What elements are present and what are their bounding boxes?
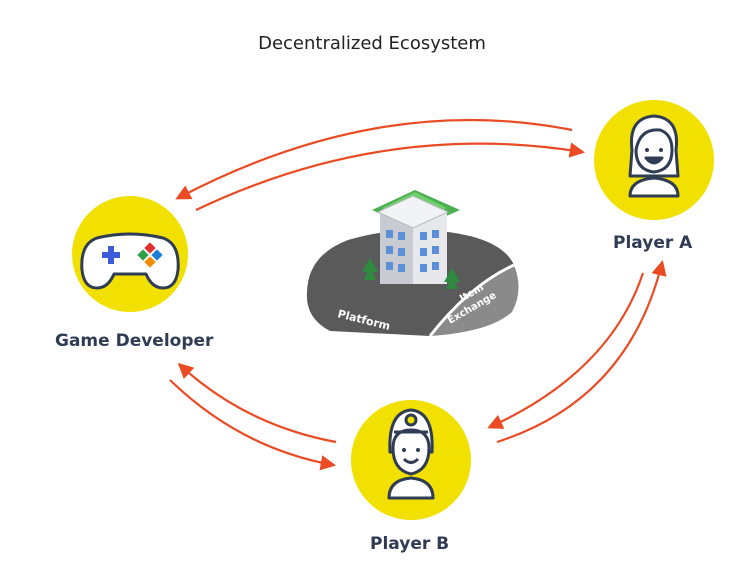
platform-illustration: Platform Item Exchange bbox=[306, 190, 519, 337]
arrow-developer-to-player-b bbox=[169, 379, 337, 471]
arrow-player-a-to-developer bbox=[175, 118, 573, 200]
flow-arrows bbox=[169, 118, 667, 471]
gamepad-icon bbox=[80, 232, 180, 290]
node-player-b bbox=[351, 400, 471, 520]
arrow-player-b-to-developer bbox=[177, 362, 337, 444]
arrow-developer-to-player-a bbox=[195, 142, 586, 211]
player-b-label: Player B bbox=[370, 534, 450, 554]
helmet-avatar-icon bbox=[387, 408, 435, 500]
building-icon bbox=[362, 190, 460, 289]
arrow-player-b-to-player-a bbox=[496, 260, 667, 444]
diagram-title: Decentralized Ecosystem bbox=[258, 33, 486, 54]
woman-avatar-icon bbox=[628, 114, 680, 198]
node-game-developer bbox=[72, 196, 188, 312]
game-developer-label: Game Developer bbox=[55, 331, 214, 351]
node-player-a bbox=[594, 100, 714, 220]
arrow-player-a-to-player-b bbox=[487, 272, 645, 429]
player-a-label: Player A bbox=[613, 233, 693, 253]
exchange-ground bbox=[430, 265, 519, 336]
